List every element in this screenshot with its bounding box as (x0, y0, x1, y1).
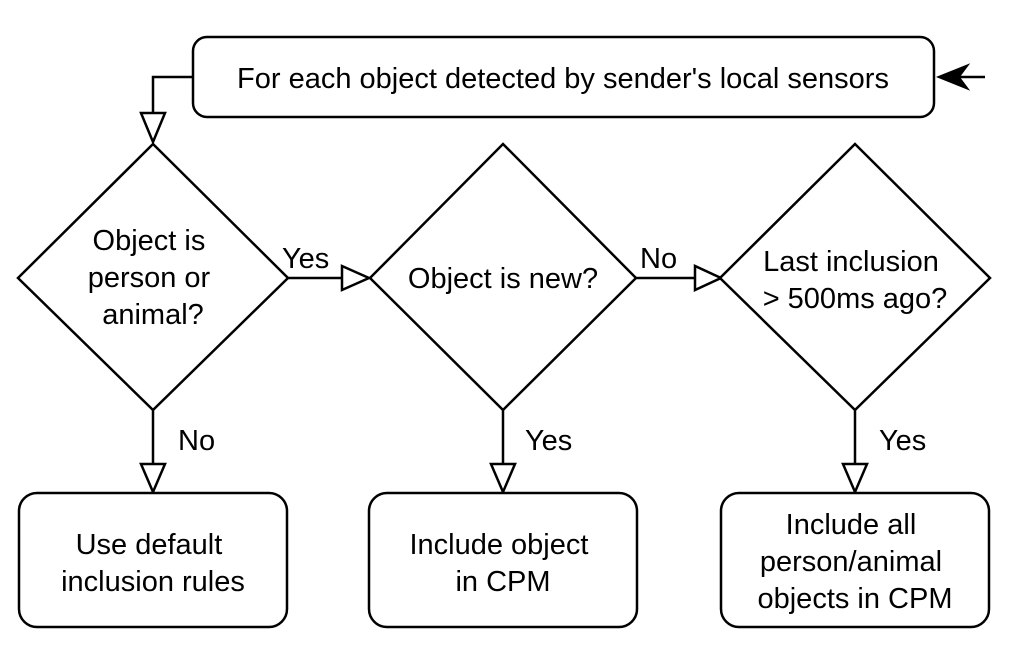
connector-new-yes (489, 410, 517, 496)
edge-label-person-no: No (178, 425, 215, 457)
connector-person-no (139, 410, 167, 496)
result-include-object: Include object in CPM (367, 491, 639, 629)
decision-new-label: Object is new? (408, 263, 598, 295)
decision-last-inclusion: Last inclusion > 500ms ago? (718, 142, 992, 412)
connector-last-yes (841, 410, 869, 496)
edge-label-new-yes: Yes (525, 425, 572, 457)
incoming-arrow (935, 63, 985, 91)
decision-last-label: Last inclusion > 500ms ago? (763, 246, 948, 315)
connector-person-yes (288, 264, 373, 292)
start-node: For each object detected by sender's loc… (191, 35, 936, 119)
decision-person-or-animal: Object is person or animal? (16, 142, 290, 412)
start-node-label: For each object detected by sender's loc… (237, 63, 889, 95)
result-include-all: Include all person/animal objects in CPM (719, 491, 991, 629)
result-default-label: Use default inclusion rules (61, 529, 245, 598)
connector-start-to-person (139, 75, 193, 146)
connector-new-no (636, 264, 724, 292)
decision-person-label: Object is person or animal? (88, 225, 219, 331)
edge-label-person-yes: Yes (282, 243, 329, 275)
decision-object-new: Object is new? (368, 142, 638, 412)
result-default-rules: Use default inclusion rules (17, 491, 289, 629)
result-include-object-label: Include object in CPM (409, 529, 596, 598)
edge-label-last-yes: Yes (879, 425, 926, 457)
result-include-all-label: Include all person/animal objects in CPM (757, 509, 952, 615)
edge-label-new-no: No (640, 243, 677, 275)
